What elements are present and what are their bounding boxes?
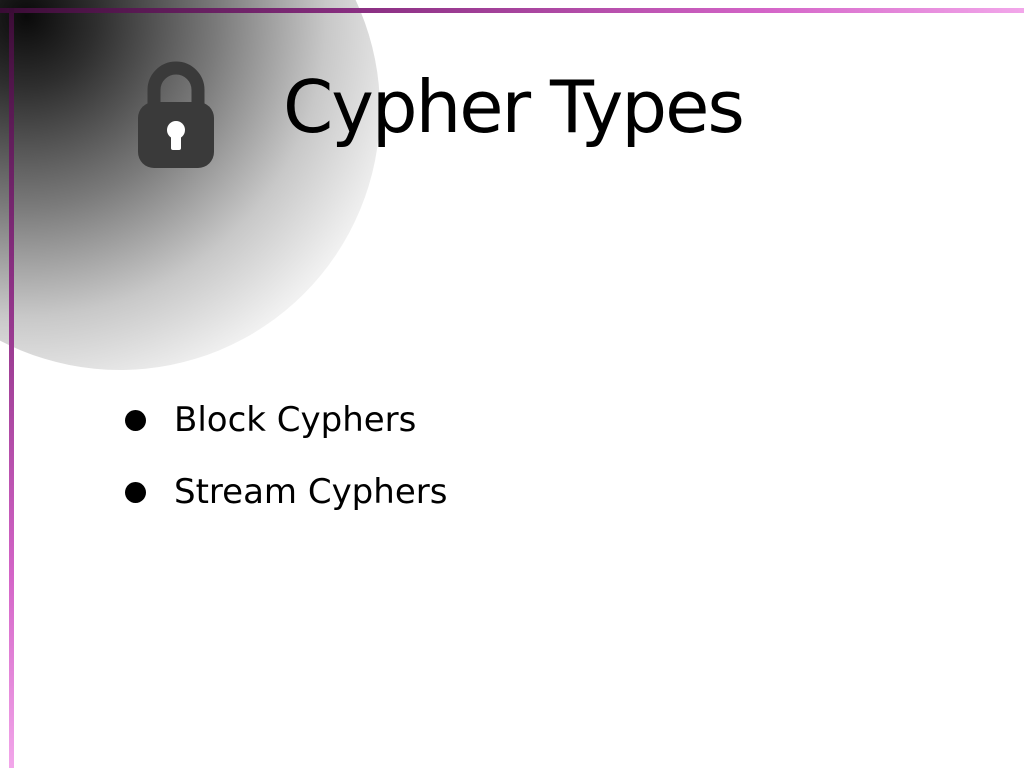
corner-gradient-decoration bbox=[0, 0, 380, 370]
bullet-dot bbox=[125, 481, 146, 503]
left-border-line bbox=[9, 8, 14, 768]
top-border-line bbox=[0, 8, 1024, 13]
slide-title: Cypher Types bbox=[283, 65, 745, 149]
bullet-item: Stream Cyphers bbox=[120, 456, 447, 528]
bullet-dot bbox=[125, 409, 146, 431]
bullet-list: Block Cyphers Stream Cyphers bbox=[120, 384, 447, 528]
bullet-item: Block Cyphers bbox=[120, 384, 447, 456]
bullet-label-block-cyphers: Block Cyphers bbox=[174, 400, 417, 440]
lock-icon bbox=[138, 61, 214, 168]
bullet-label-stream-cyphers: Stream Cyphers bbox=[174, 472, 448, 512]
